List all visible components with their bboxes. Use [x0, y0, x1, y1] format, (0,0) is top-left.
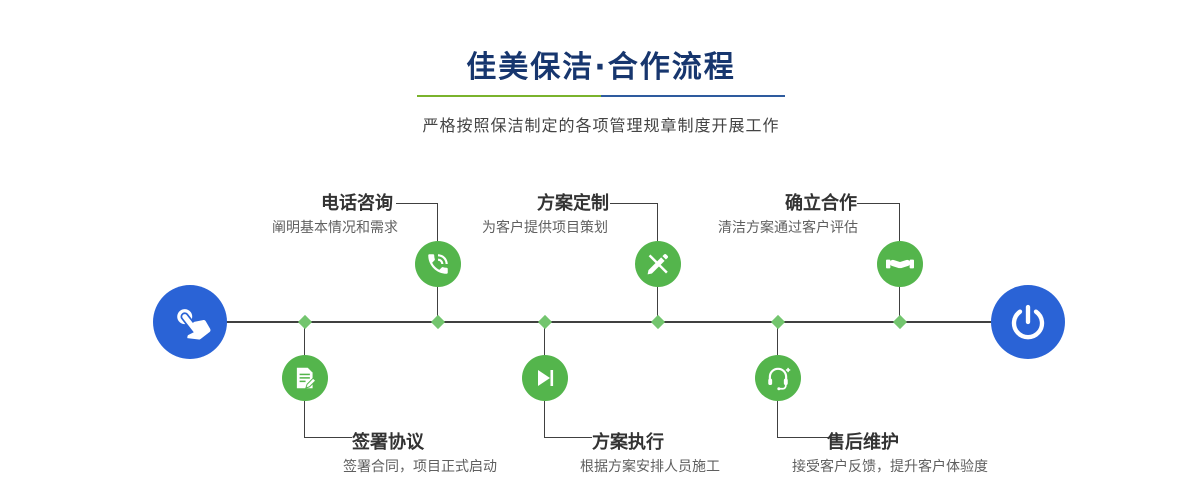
connector-line: [899, 203, 900, 241]
step-desc-plan-customize: 为客户提供项目策划: [482, 220, 608, 236]
step-node-after-sales: [755, 355, 801, 401]
step-desc-phone-consult: 阐明基本情况和需求: [272, 220, 398, 236]
step-label-sign-agreement: 签署协议: [352, 432, 424, 453]
step-desc-establish-cooperation: 清洁方案通过客户评估: [718, 220, 858, 236]
design-pencil-icon: [647, 253, 669, 275]
handshake-icon: [886, 259, 914, 269]
title-divider: [417, 95, 785, 97]
connector-line: [544, 401, 545, 438]
connector-line: [437, 287, 438, 321]
step-desc-plan-execution: 根据方案安排人员施工: [580, 459, 720, 475]
step-label-after-sales: 售后维护: [827, 432, 899, 453]
connector-line: [657, 203, 658, 241]
divider-green-segment: [417, 95, 601, 97]
power-icon: [1011, 304, 1045, 340]
phone-icon: [428, 254, 448, 274]
connector-line: [777, 323, 778, 355]
junction-diamond: [537, 314, 553, 330]
connector-line: [544, 323, 545, 355]
step-node-phone-consult: [415, 241, 461, 287]
junction-diamond: [770, 314, 786, 330]
divider-blue-segment: [601, 95, 785, 97]
junction-diamond: [892, 314, 908, 330]
step-desc-after-sales: 接受客户反馈，提升客户体验度: [792, 459, 988, 475]
connector-line: [304, 401, 305, 438]
connector-line: [610, 203, 658, 204]
step-label-phone-consult: 电话咨询: [321, 193, 393, 214]
contract-icon: [296, 367, 317, 389]
connector-line: [396, 203, 438, 204]
step-label-plan-execution: 方案执行: [592, 432, 664, 453]
junction-diamond: [297, 314, 313, 330]
play-forward-icon: [538, 370, 554, 386]
connector-line: [304, 323, 305, 355]
headset-icon: [768, 367, 791, 391]
junction-diamond: [650, 314, 666, 330]
connector-line: [857, 203, 900, 204]
step-label-plan-customize: 方案定制: [537, 193, 609, 214]
step-label-establish-cooperation: 确立合作: [785, 193, 857, 214]
connector-line: [657, 287, 658, 321]
connector-line: [304, 437, 352, 438]
step-node-plan-execution: [522, 355, 568, 401]
timeline-axis: [190, 321, 1028, 323]
connector-line: [899, 287, 900, 321]
end-node: [991, 285, 1065, 359]
connector-line: [777, 401, 778, 438]
step-desc-sign-agreement: 签署合同，项目正式启动: [343, 459, 497, 475]
step-node-establish-cooperation: [877, 241, 923, 287]
step-node-sign-agreement: [282, 355, 328, 401]
page-title: 佳美保洁·合作流程: [466, 50, 736, 85]
pointing-hand-icon: [177, 309, 211, 340]
section-subtitle: 严格按照保洁制定的各项管理规章制度开展工作: [422, 116, 780, 135]
start-node: [153, 285, 227, 359]
junction-diamond: [430, 314, 446, 330]
step-node-plan-customize: [635, 241, 681, 287]
connector-line: [544, 437, 592, 438]
connector-line: [777, 437, 828, 438]
connector-line: [437, 203, 438, 241]
